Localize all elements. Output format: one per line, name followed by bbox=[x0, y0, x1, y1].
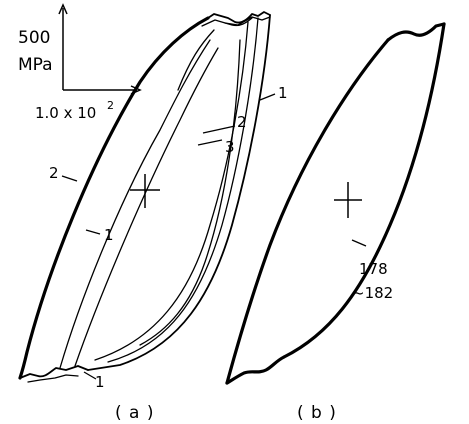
loop-b-left-branch bbox=[225, 38, 390, 385]
label-bottom-1: 1 bbox=[95, 373, 105, 391]
loop-a-inner-branch-3 bbox=[177, 29, 215, 91]
loop-a-right-branch-3 bbox=[94, 21, 249, 361]
panel-a-caption: ( a ) bbox=[115, 403, 155, 423]
leader-bottom-1 bbox=[83, 371, 97, 380]
panel-a: 2 1 1 2 3 1 ( a ) bbox=[18, 11, 288, 423]
loop-a-right-branch-2 bbox=[107, 17, 259, 363]
loop-b-top-edge bbox=[386, 22, 446, 42]
label-cycle-range-end: ~182 bbox=[352, 284, 393, 302]
leader-left-2 bbox=[61, 175, 78, 182]
loop-a-bottom-inner bbox=[27, 374, 79, 383]
leader-right-3 bbox=[197, 139, 223, 146]
loop-a-bottom-edge bbox=[19, 365, 89, 379]
panel-b-caption: ( b ) bbox=[297, 403, 337, 423]
label-right-3: 3 bbox=[225, 138, 235, 156]
scale-bar-stress-value: 500 bbox=[18, 28, 50, 48]
label-left-2: 2 bbox=[49, 164, 59, 182]
loop-a-left-branch bbox=[18, 16, 210, 380]
loop-a-inner-branch-1 bbox=[59, 39, 211, 369]
leader-right-2 bbox=[202, 125, 236, 134]
label-right-1: 1 bbox=[278, 84, 288, 102]
label-right-2: 2 bbox=[237, 113, 247, 131]
leader-loop-b bbox=[351, 239, 367, 247]
label-left-1: 1 bbox=[104, 226, 114, 244]
label-cycle-range-start: 178 bbox=[359, 260, 388, 278]
loop-b-bottom-edge bbox=[225, 355, 286, 385]
panel-b: 178 ~182 ( b ) bbox=[225, 22, 446, 423]
loop-a-inner-branch-4 bbox=[139, 39, 241, 346]
loop-a-right-branch-1 bbox=[87, 14, 271, 371]
scale-bar-stress-unit: MPa bbox=[18, 55, 53, 75]
leader-left-1 bbox=[85, 229, 101, 235]
loop-b-right-branch bbox=[282, 22, 446, 359]
scale-bar-vertical-arrowhead bbox=[58, 3, 68, 15]
scale-bar-strain-exponent: 2 bbox=[107, 99, 114, 112]
scale-bar-strain-value: 1.0 x 10 bbox=[35, 104, 96, 122]
loop-a-top-edge-2 bbox=[224, 16, 271, 26]
leader-right-1 bbox=[259, 93, 276, 101]
loop-a-inner-branch-2 bbox=[74, 47, 219, 367]
loop-a-top-inner bbox=[201, 17, 253, 27]
scale-bar: 500 MPa 1.0 x 10 2 bbox=[18, 3, 142, 122]
